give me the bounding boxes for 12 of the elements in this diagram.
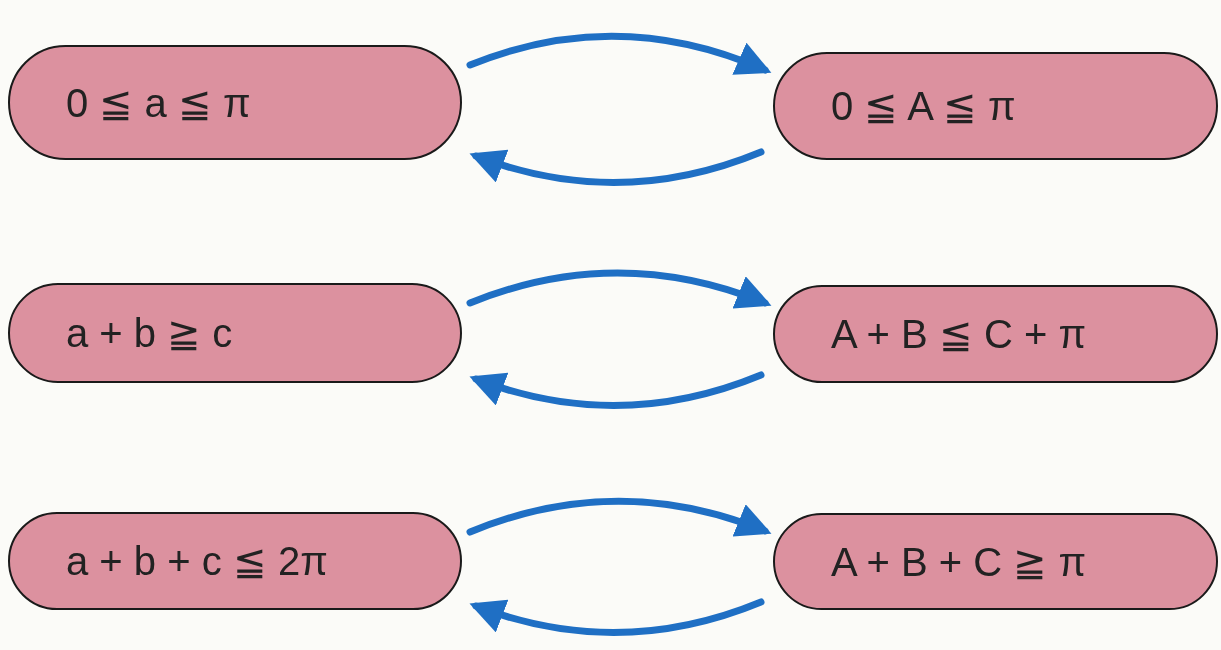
formula-text: A + B ≦ C + π [831, 311, 1087, 358]
curved-arrow [469, 598, 765, 636]
formula-text: A + B + C ≧ π [831, 538, 1087, 586]
curved-arrow [469, 148, 765, 186]
formula-text: a + b ≧ c [66, 310, 233, 357]
formula-text: 0 ≦ A ≦ π [831, 83, 1016, 130]
curved-arrow [466, 497, 772, 538]
curved-arrow [466, 269, 772, 310]
curved-arrow [466, 32, 772, 76]
curved-arrow [469, 371, 765, 409]
formula-text: a + b + c ≦ 2π [66, 538, 328, 585]
formula-text: 0 ≦ a ≦ π [66, 79, 251, 127]
